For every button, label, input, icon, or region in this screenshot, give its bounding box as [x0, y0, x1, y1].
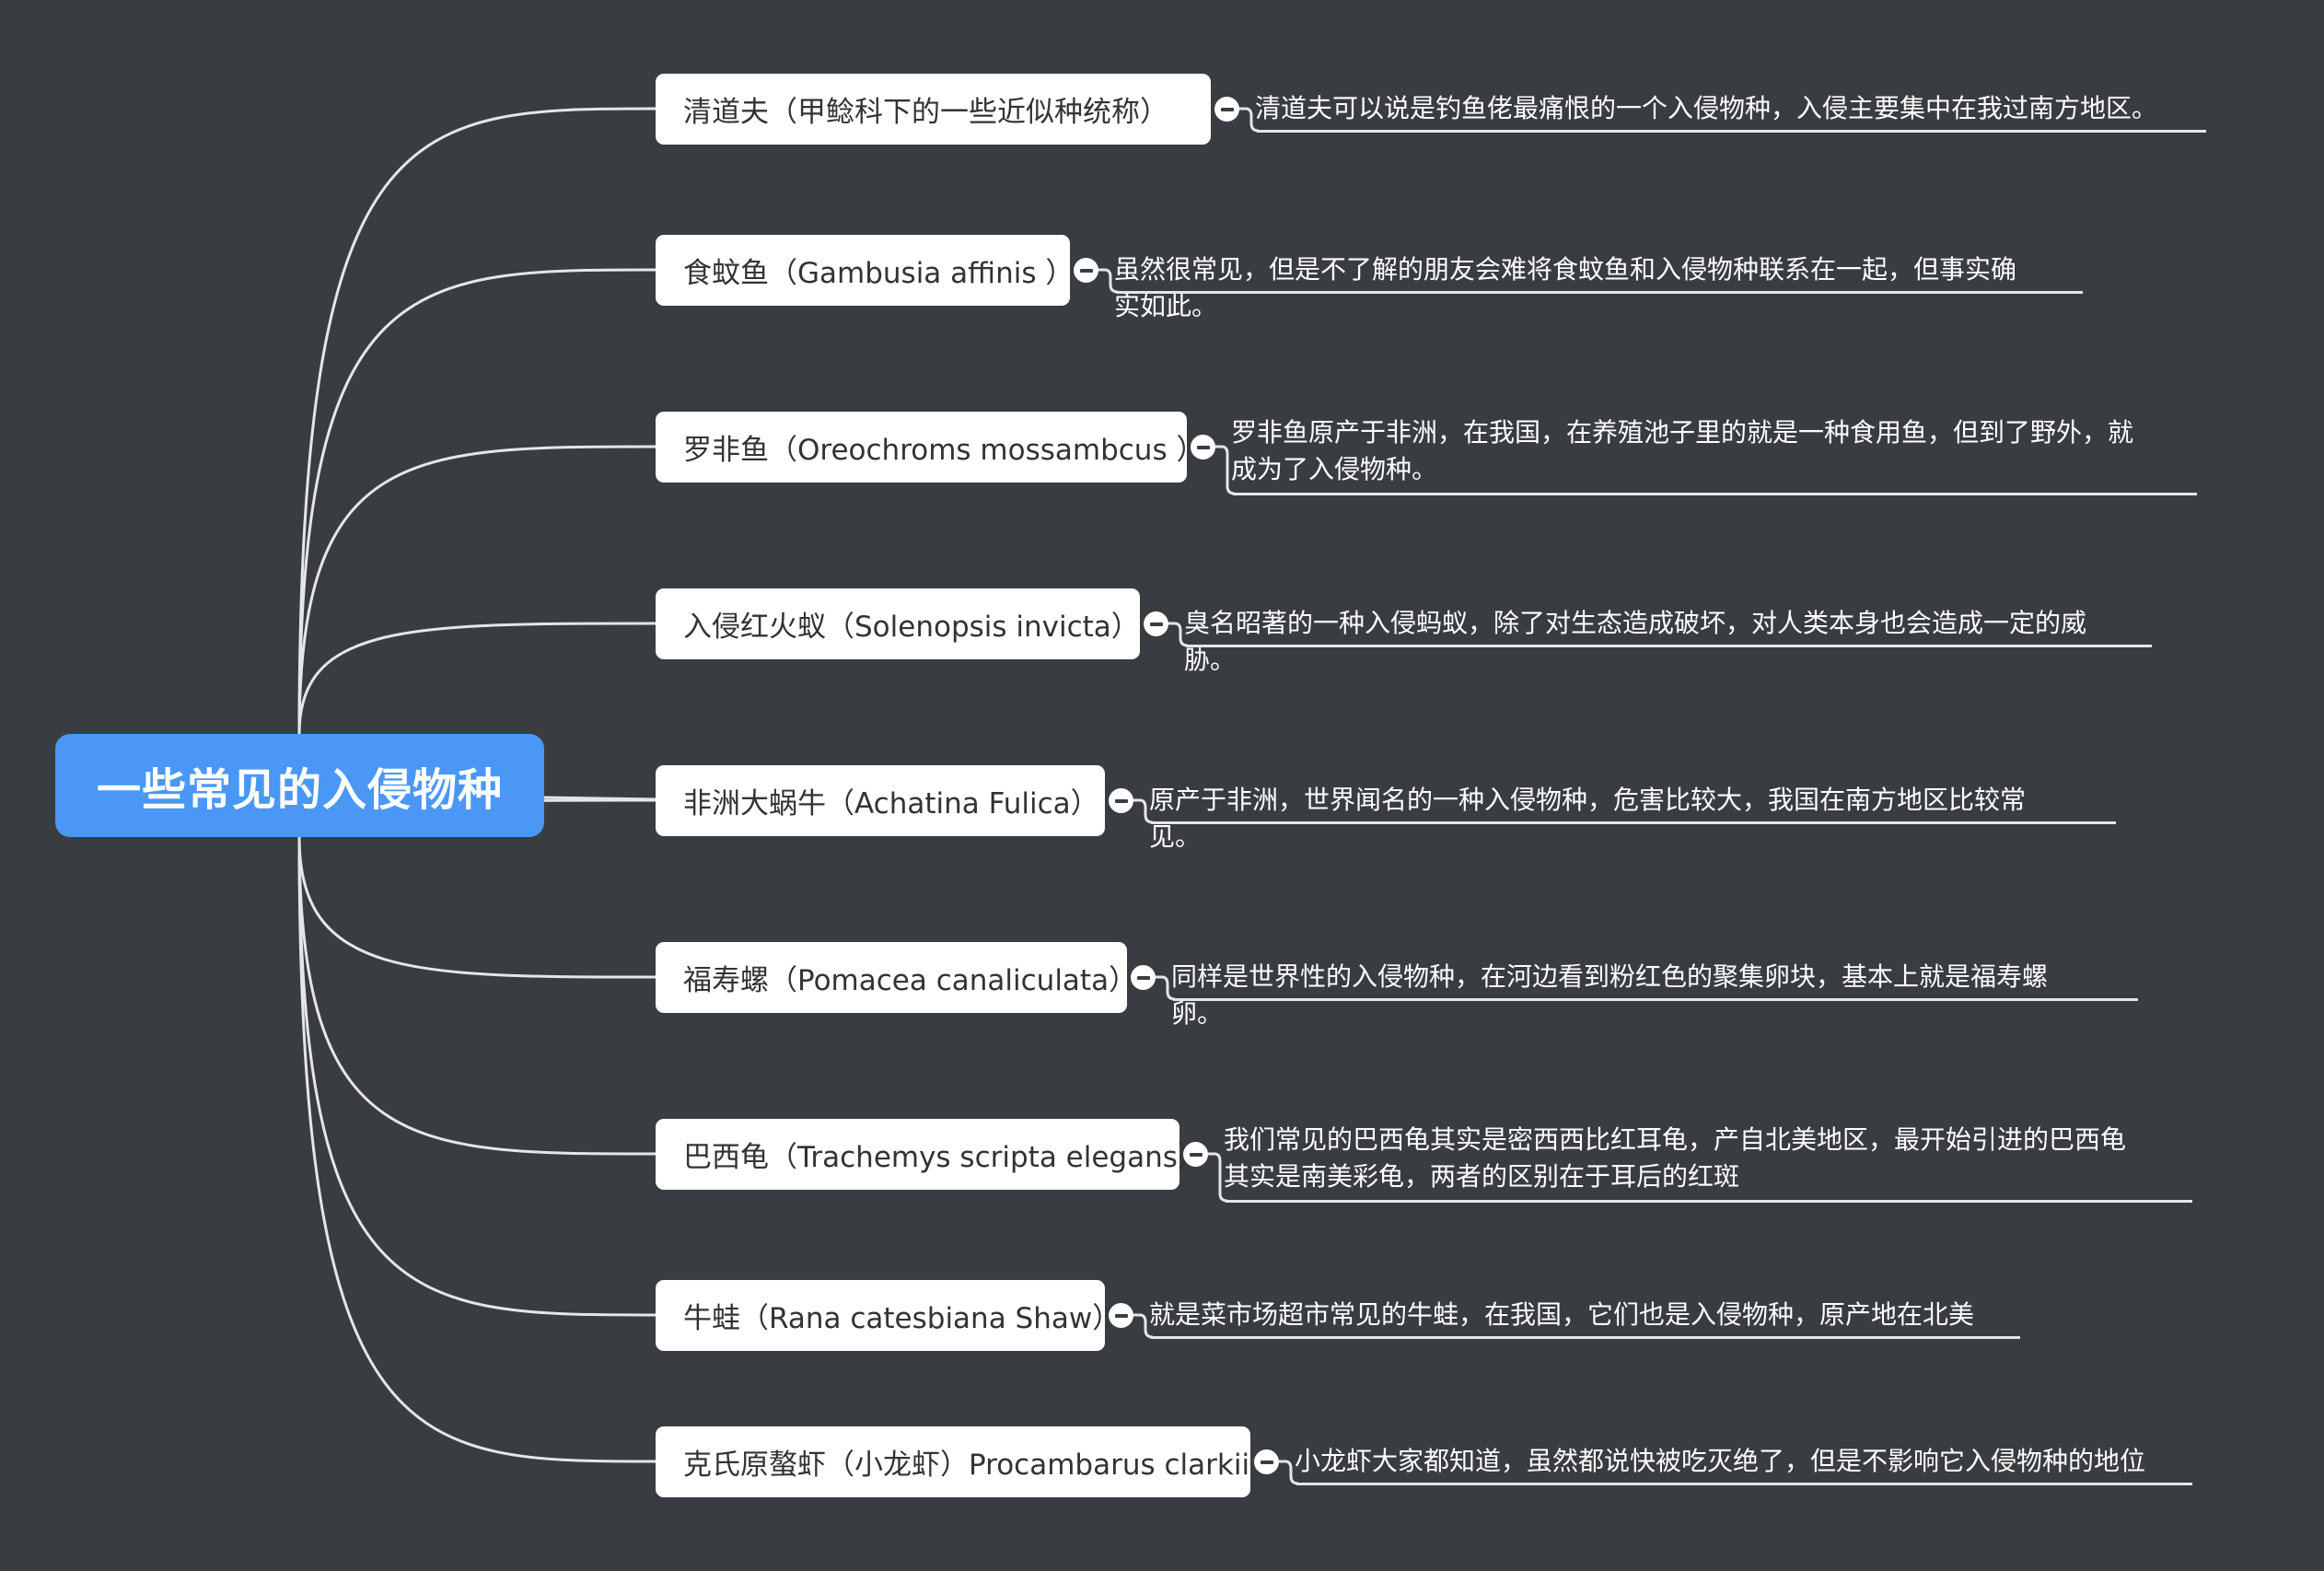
collapse-toggle-icon[interactable] [1131, 965, 1156, 990]
branch-connector [297, 836, 657, 979]
branch-topic[interactable]: 清道夫（甲鲶科下的一些近似种统称） [656, 74, 1211, 145]
collapse-toggle-icon[interactable] [1109, 1303, 1133, 1328]
minus-icon [1136, 975, 1150, 980]
collapse-toggle-icon[interactable] [1074, 258, 1098, 283]
branch-topic-label: 牛蛙（Rana catesbiana Shaw） [683, 1302, 1121, 1335]
branch-topic[interactable]: 入侵红火蚁（Solenopsis invicta） [656, 588, 1140, 659]
branch-topic-label: 食蚊鱼（Gambusia affinis ） [683, 257, 1075, 290]
minus-icon [1189, 1152, 1203, 1157]
note-connector [1133, 798, 1154, 824]
branch-note: 虽然很常见，但是不了解的朋友会难将食蚊鱼和入侵物种联系在一起，但事实确实如此。 [1114, 254, 2017, 321]
branch-connector [297, 836, 657, 1463]
branch-connector [297, 268, 657, 735]
branch-topic-label: 非洲大蜗牛（Achatina Fulica） [683, 787, 1099, 820]
branch-note: 罗非鱼原产于非洲，在我国，在养殖池子里的就是一种食用鱼，但到了野外，就成为了入侵… [1231, 417, 2134, 484]
note-connector [1133, 1313, 1154, 1339]
branch-topic[interactable]: 福寿螺（Pomacea canaliculata） [656, 942, 1137, 1013]
note-connector [1279, 1460, 1299, 1485]
branch-topic-label: 清道夫（甲鲶科下的一些近似种统称） [683, 96, 1168, 129]
branch-topic[interactable]: 食蚊鱼（Gambusia affinis ） [656, 235, 1074, 306]
note-connector [1098, 268, 1119, 294]
branch-note: 臭名昭著的一种入侵蚂蚁，除了对生态造成破坏，对人类本身也会造成一定的威胁。 [1184, 608, 2087, 675]
branch-note: 同样是世界性的入侵物种，在河边看到粉红色的聚集卵块，基本上就是福寿螺卵。 [1171, 961, 2049, 1029]
branch-topic-label: 罗非鱼（Oreochroms mossambcus ） [683, 434, 1205, 467]
branch-connector [297, 836, 657, 1317]
minus-icon [1079, 268, 1093, 273]
branch-note: 原产于非洲，世界闻名的一种入侵物种，危害比较大，我国在南方地区比较常见。 [1149, 785, 2027, 852]
minus-icon [1220, 107, 1234, 111]
branch-topic-label: 克氏原螯虾（小龙虾）Procambarus clarkii [683, 1449, 1250, 1482]
note-connector [1239, 107, 1260, 133]
note-underline [1173, 998, 2138, 1001]
collapse-toggle-icon[interactable] [1254, 1449, 1279, 1474]
minus-icon [1114, 1313, 1128, 1318]
branch-connector [297, 622, 657, 735]
root-topic-label: 一些常见的入侵物种 [96, 764, 503, 816]
branch-note: 清道夫可以说是钓鱼佬最痛恨的一个入侵物种，入侵主要集中在我过南方地区。 [1255, 93, 2158, 123]
collapse-toggle-icon[interactable] [1183, 1142, 1208, 1167]
minus-icon [1114, 798, 1128, 803]
note-connector [1215, 445, 1236, 495]
collapse-toggle-icon[interactable] [1191, 435, 1215, 460]
branch-connector [297, 445, 657, 735]
note-underline [1151, 821, 2116, 824]
note-underline [1151, 1336, 2020, 1339]
note-connector [1168, 622, 1189, 647]
note-underline [1296, 1483, 2192, 1485]
branch-topic-label: 巴西龟（Trachemys scripta elegans） [683, 1141, 1206, 1174]
branch-connector [297, 107, 657, 735]
branch-topic-label: 入侵红火蚁（Solenopsis invicta） [683, 611, 1140, 644]
note-connector [1156, 975, 1176, 1001]
branch-note: 就是菜市场超市常见的牛蛙，在我国，它们也是入侵物种，原产地在北美 [1149, 1299, 1975, 1330]
note-underline [1226, 1200, 2192, 1203]
branch-topic[interactable]: 牛蛙（Rana catesbiana Shaw） [656, 1280, 1121, 1351]
note-underline [1116, 291, 2083, 294]
branch-topic-label: 福寿螺（Pomacea canaliculata） [683, 964, 1138, 997]
branch-note: 我们常见的巴西龟其实是密西西比红耳龟，产自北美地区，最开始引进的巴西龟其实是南美… [1224, 1124, 2127, 1192]
note-underline [1257, 130, 2206, 133]
minus-icon [1149, 622, 1163, 626]
branch-topic[interactable]: 非洲大蜗牛（Achatina Fulica） [656, 765, 1105, 836]
root-topic[interactable]: 一些常见的入侵物种 [55, 734, 544, 837]
collapse-toggle-icon[interactable] [1214, 97, 1239, 122]
minus-icon [1260, 1460, 1273, 1464]
branch-connector [297, 836, 657, 1156]
note-underline [1186, 645, 2152, 647]
branch-topic[interactable]: 克氏原螯虾（小龙虾）Procambarus clarkii [656, 1426, 1250, 1497]
collapse-toggle-icon[interactable] [1109, 788, 1133, 813]
branch-note: 小龙虾大家都知道，虽然都说快被吃灭绝了，但是不影响它入侵物种的地位 [1295, 1446, 2146, 1476]
minus-icon [1196, 445, 1210, 449]
branch-topic[interactable]: 罗非鱼（Oreochroms mossambcus ） [656, 412, 1204, 483]
note-connector [1208, 1152, 1228, 1203]
branch-topic[interactable]: 巴西龟（Trachemys scripta elegans） [656, 1119, 1206, 1190]
note-underline [1233, 493, 2197, 495]
collapse-toggle-icon[interactable] [1144, 611, 1168, 636]
